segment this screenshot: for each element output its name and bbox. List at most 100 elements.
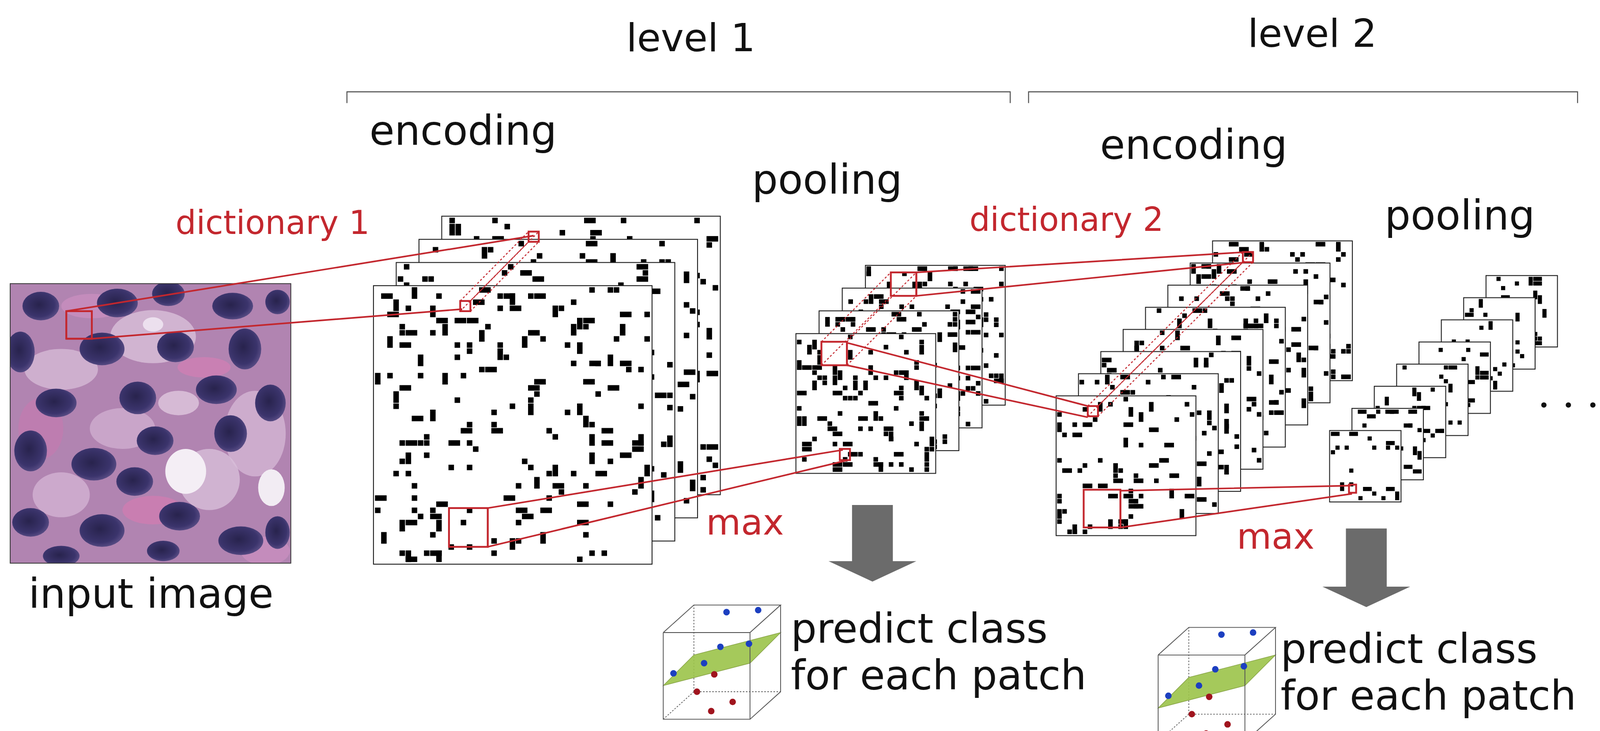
activation: [1439, 429, 1444, 434]
activation: [1475, 375, 1480, 380]
activation: [636, 276, 649, 282]
activation: [1268, 359, 1279, 364]
activation: [583, 317, 595, 324]
class-sample-red: [1224, 721, 1231, 729]
activation: [929, 436, 935, 447]
activation: [1443, 379, 1448, 384]
activation: [552, 305, 559, 317]
activation: [970, 329, 981, 335]
activation: [917, 266, 928, 271]
activation: [919, 344, 924, 355]
activation: [873, 294, 884, 299]
activation: [1291, 342, 1302, 347]
pooling-window: [1083, 489, 1121, 528]
activation: [1182, 313, 1187, 318]
activation: [1412, 469, 1422, 474]
activation: [534, 293, 546, 299]
activation: [924, 446, 929, 452]
activation: [528, 464, 534, 471]
activation: [1145, 379, 1151, 385]
activation: [1196, 476, 1202, 487]
activation: [919, 416, 929, 421]
activation: [430, 507, 436, 514]
activation: [983, 399, 989, 404]
activation: [1318, 299, 1324, 305]
tissue-texture: [32, 472, 90, 518]
activation: [952, 316, 958, 322]
activation: [1113, 473, 1118, 478]
activation: [472, 446, 479, 452]
activation: [660, 472, 667, 478]
activation: [1174, 417, 1179, 422]
activation: [1268, 410, 1274, 416]
cell-nucleus: [212, 292, 253, 320]
activation: [497, 293, 503, 299]
activation: [873, 411, 878, 421]
activation: [1493, 381, 1498, 390]
activation: [577, 501, 589, 507]
activation: [1098, 458, 1103, 463]
activation: [466, 342, 472, 348]
activation: [999, 281, 1004, 287]
continuation-dot: [1590, 402, 1596, 408]
class-sample-blue: [716, 643, 724, 651]
activation: [970, 304, 981, 310]
activation: [638, 433, 644, 446]
activation: [937, 388, 942, 399]
activation: [965, 319, 976, 325]
activation: [1133, 473, 1139, 478]
activation: [619, 324, 626, 336]
activation: [1430, 387, 1435, 392]
activation: [399, 324, 405, 330]
activation: [1514, 281, 1519, 286]
activation: [677, 381, 690, 388]
activation: [1301, 398, 1306, 409]
activation: [712, 285, 718, 291]
activation: [919, 411, 924, 416]
activation: [509, 403, 515, 409]
activation: [1346, 343, 1351, 349]
activation: [1215, 335, 1221, 346]
activation: [796, 339, 802, 345]
activation: [1448, 383, 1453, 393]
activation: [636, 264, 649, 270]
activation: [570, 299, 577, 305]
activation: [1341, 374, 1351, 379]
activation: [570, 324, 577, 336]
activation: [677, 406, 684, 412]
cube-edge: [1245, 627, 1276, 731]
activation: [690, 393, 696, 400]
activation: [1203, 357, 1209, 368]
activation: [577, 342, 583, 354]
activation: [1154, 478, 1159, 484]
feature-map-ground: [796, 333, 936, 474]
activation: [1207, 420, 1212, 426]
activation: [952, 312, 958, 317]
class-sample-blue: [700, 660, 708, 667]
receptive-field-hatch: [821, 272, 891, 342]
activation: [1246, 366, 1252, 371]
activation: [559, 230, 565, 236]
cell-nucleus: [147, 540, 180, 562]
activation: [466, 422, 472, 428]
activation: [832, 375, 838, 386]
activation: [1094, 379, 1100, 385]
activation: [988, 373, 994, 378]
cell-nucleus: [10, 331, 35, 373]
activation: [1133, 504, 1144, 509]
cell-nucleus: [196, 375, 237, 405]
activation: [1502, 362, 1507, 367]
feature-map: [796, 333, 936, 474]
activation: [654, 515, 661, 521]
activation: [1267, 279, 1278, 284]
class-sample-red: [1188, 710, 1196, 718]
activation: [1138, 494, 1144, 499]
activation: [1234, 444, 1239, 450]
activation: [965, 386, 970, 391]
activation: [899, 304, 904, 310]
cube-hidden-edge: [1188, 627, 1190, 714]
activation: [1372, 445, 1377, 450]
activation: [620, 217, 627, 223]
activation: [521, 458, 528, 465]
activation: [947, 281, 953, 287]
